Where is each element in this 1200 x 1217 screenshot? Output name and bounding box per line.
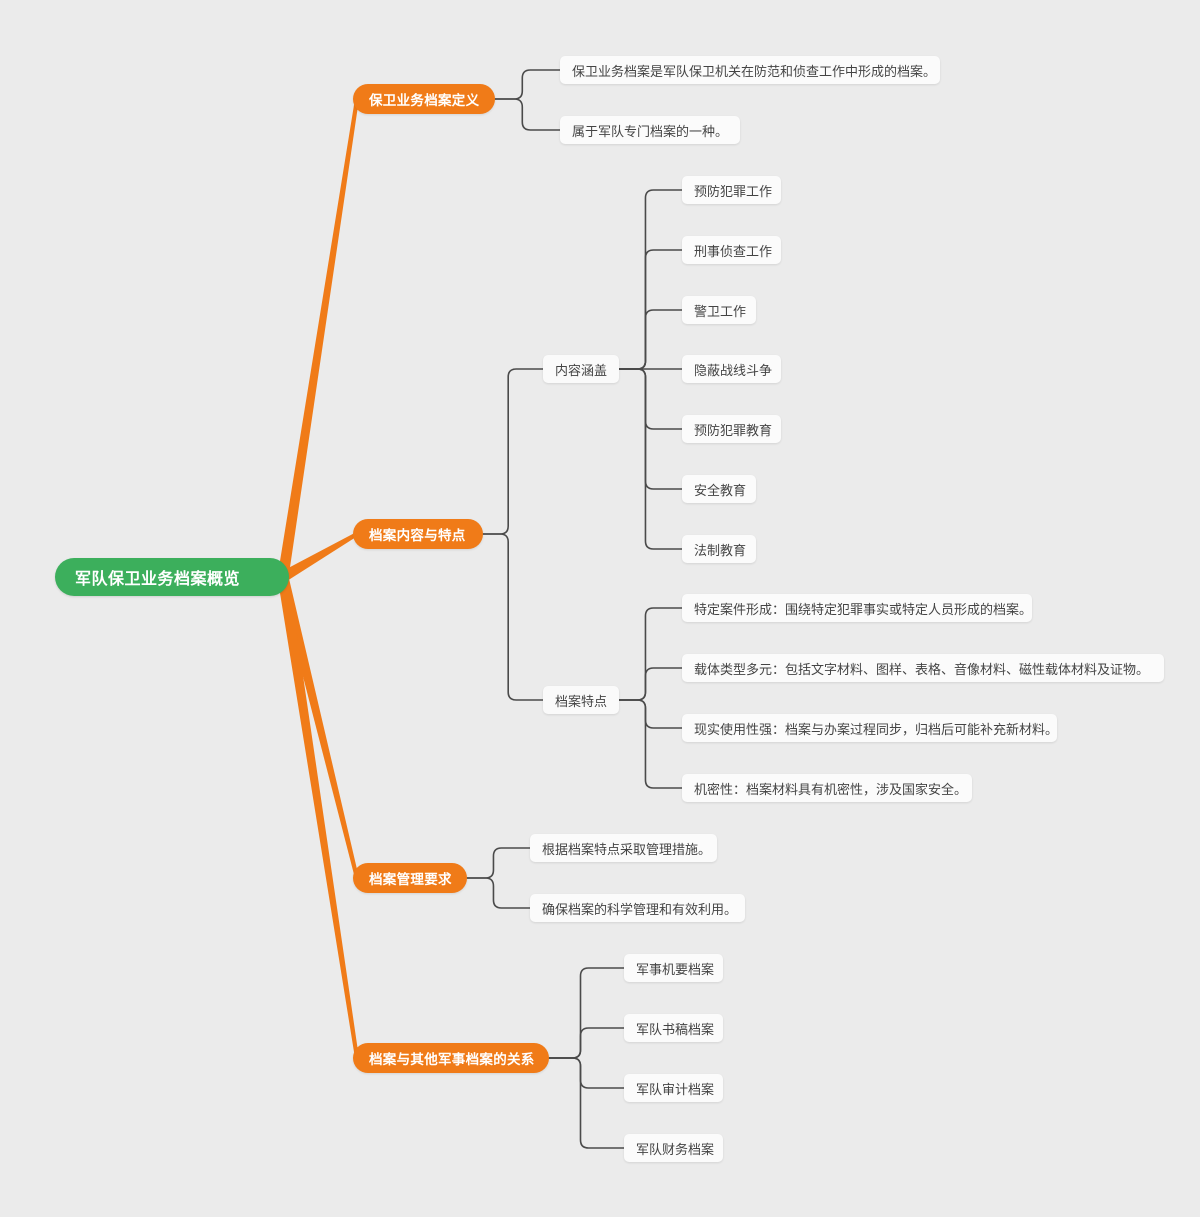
leaf-node-feat-4-label: 机密性：档案材料具有机密性，涉及国家安全。 <box>694 781 968 797</box>
branch-node-definition-label: 保卫业务档案定义 <box>369 93 480 108</box>
leaf-node-cov-1-label: 预防犯罪工作 <box>694 183 773 199</box>
leaf-node-cov-4[interactable]: 隐蔽战线斗争 <box>682 355 781 383</box>
group-node-features-label: 档案特点 <box>555 693 608 709</box>
leaf-node-definition-2[interactable]: 属于军队专门档案的一种。 <box>560 116 740 144</box>
branch-node-management-label: 档案管理要求 <box>369 872 452 887</box>
branch-node-management[interactable]: 档案管理要求 <box>353 863 467 893</box>
leaf-node-rel-1[interactable]: 军事机要档案 <box>624 954 723 982</box>
leaf-node-feat-1[interactable]: 特定案件形成：围绕特定犯罪事实或特定人员形成的档案。 <box>682 594 1032 622</box>
leaf-node-cov-5-label: 预防犯罪教育 <box>694 422 773 438</box>
leaf-node-feat-3[interactable]: 现实使用性强：档案与办案过程同步，归档后可能补充新材料。 <box>682 714 1059 742</box>
leaf-node-mgmt-1-label: 根据档案特点采取管理措施。 <box>542 841 712 857</box>
group-node-coverage-label: 内容涵盖 <box>555 362 608 378</box>
leaf-node-cov-2-label: 刑事侦查工作 <box>694 243 773 259</box>
leaf-node-cov-6-label: 安全教育 <box>694 482 747 498</box>
leaf-node-definition-1-label: 保卫业务档案是军队保卫机关在防范和侦查工作中形成的档案。 <box>572 63 937 79</box>
leaf-node-feat-2-label: 载体类型多元：包括文字材料、图样、表格、音像材料、磁性载体材料及证物。 <box>694 661 1150 677</box>
leaf-node-mgmt-1[interactable]: 根据档案特点采取管理措施。 <box>530 834 717 862</box>
leaf-node-feat-2[interactable]: 载体类型多元：包括文字材料、图样、表格、音像材料、磁性载体材料及证物。 <box>682 654 1164 682</box>
leaf-node-cov-6[interactable]: 安全教育 <box>682 475 756 503</box>
group-node-coverage[interactable]: 内容涵盖 <box>543 355 619 383</box>
leaf-node-cov-2[interactable]: 刑事侦查工作 <box>682 236 781 264</box>
root-node-label: 军队保卫业务档案概览 <box>75 571 241 588</box>
leaf-node-definition-2-label: 属于军队专门档案的一种。 <box>572 123 729 139</box>
leaf-node-feat-4[interactable]: 机密性：档案材料具有机密性，涉及国家安全。 <box>682 774 972 802</box>
leaf-node-rel-3[interactable]: 军队审计档案 <box>624 1074 723 1102</box>
root-node[interactable]: 军队保卫业务档案概览 <box>55 558 289 596</box>
leaf-node-cov-3-label: 警卫工作 <box>694 303 747 319</box>
leaf-node-mgmt-2[interactable]: 确保档案的科学管理和有效利用。 <box>530 894 745 922</box>
branch-node-content-features-label: 档案内容与特点 <box>369 528 466 543</box>
branch-node-relations[interactable]: 档案与其他军事档案的关系 <box>353 1043 549 1073</box>
leaf-node-rel-3-label: 军队审计档案 <box>636 1081 715 1097</box>
leaf-node-rel-1-label: 军事机要档案 <box>636 961 715 977</box>
leaf-node-cov-4-label: 隐蔽战线斗争 <box>694 362 773 378</box>
group-node-features[interactable]: 档案特点 <box>543 686 619 714</box>
leaf-node-cov-5[interactable]: 预防犯罪教育 <box>682 415 781 443</box>
leaf-node-feat-1-label: 特定案件形成：围绕特定犯罪事实或特定人员形成的档案。 <box>694 601 1033 617</box>
leaf-node-rel-4[interactable]: 军队财务档案 <box>624 1134 723 1162</box>
leaf-node-rel-2[interactable]: 军队书稿档案 <box>624 1014 723 1042</box>
leaf-node-cov-7[interactable]: 法制教育 <box>682 535 756 563</box>
leaf-node-cov-3[interactable]: 警卫工作 <box>682 296 756 324</box>
leaf-node-definition-1[interactable]: 保卫业务档案是军队保卫机关在防范和侦查工作中形成的档案。 <box>560 56 940 84</box>
branch-node-relations-label: 档案与其他军事档案的关系 <box>369 1052 535 1067</box>
leaf-node-feat-3-label: 现实使用性强：档案与办案过程同步，归档后可能补充新材料。 <box>694 721 1059 737</box>
leaf-node-rel-4-label: 军队财务档案 <box>636 1141 715 1157</box>
leaf-node-mgmt-2-label: 确保档案的科学管理和有效利用。 <box>542 901 738 917</box>
leaf-node-rel-2-label: 军队书稿档案 <box>636 1021 715 1037</box>
branch-node-definition[interactable]: 保卫业务档案定义 <box>353 84 495 114</box>
branch-node-content-features[interactable]: 档案内容与特点 <box>353 519 483 549</box>
leaf-node-cov-7-label: 法制教育 <box>694 542 747 558</box>
leaf-node-cov-1[interactable]: 预防犯罪工作 <box>682 176 781 204</box>
